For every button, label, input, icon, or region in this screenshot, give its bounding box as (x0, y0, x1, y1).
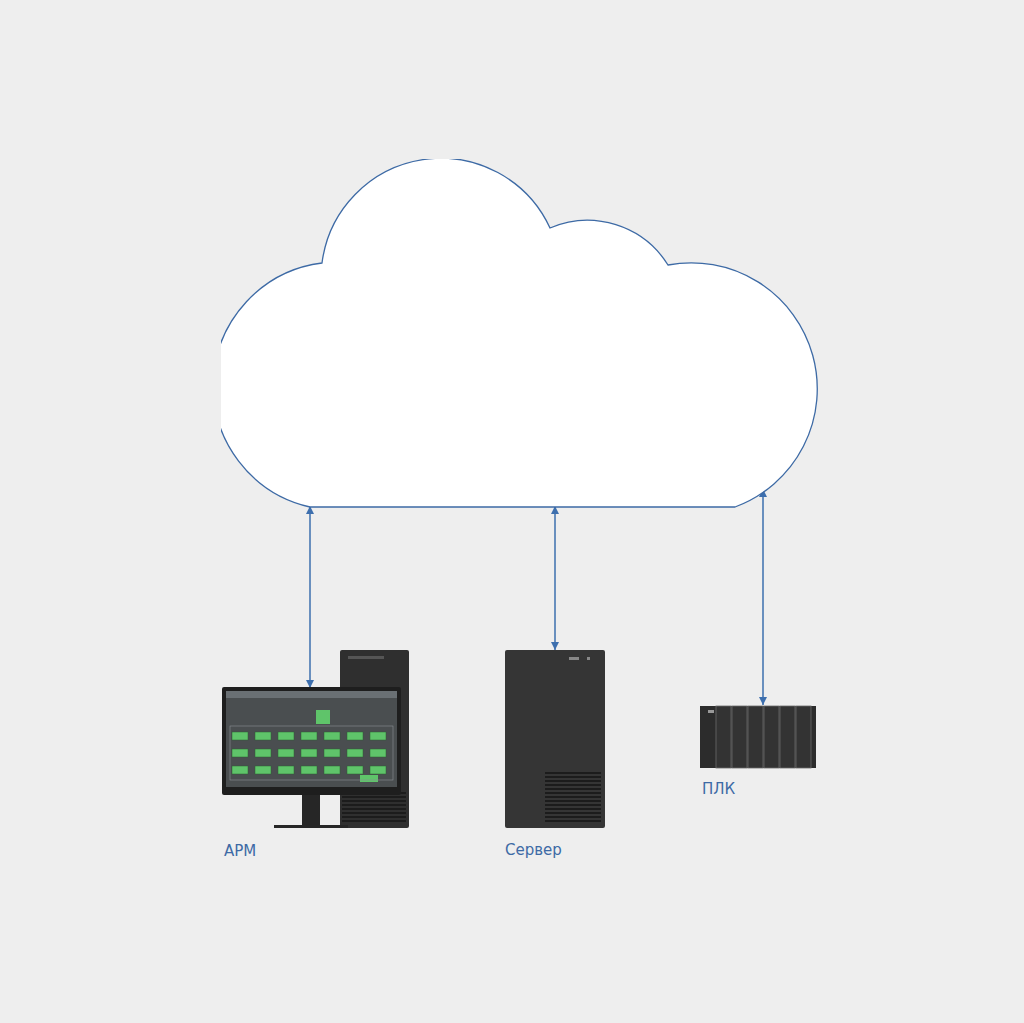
device-node: АРМ (220, 648, 412, 863)
workstation (222, 650, 409, 828)
server-tower (505, 650, 605, 828)
cloud-shape (221, 159, 817, 507)
device-label: Сервер (505, 841, 562, 859)
workstation-illustration (220, 648, 412, 863)
server-illustration (503, 648, 609, 860)
link-arrow (762, 489, 764, 705)
plc-rack (700, 706, 816, 768)
link-arrow (554, 506, 556, 650)
device-node: ПЛК (698, 704, 820, 800)
cloud-outline (221, 159, 827, 509)
link-arrow (309, 506, 311, 688)
device-label: АРМ (224, 842, 256, 860)
network-cloud (221, 159, 827, 509)
device-label: ПЛК (702, 780, 735, 798)
device-node: Сервер (503, 648, 609, 861)
